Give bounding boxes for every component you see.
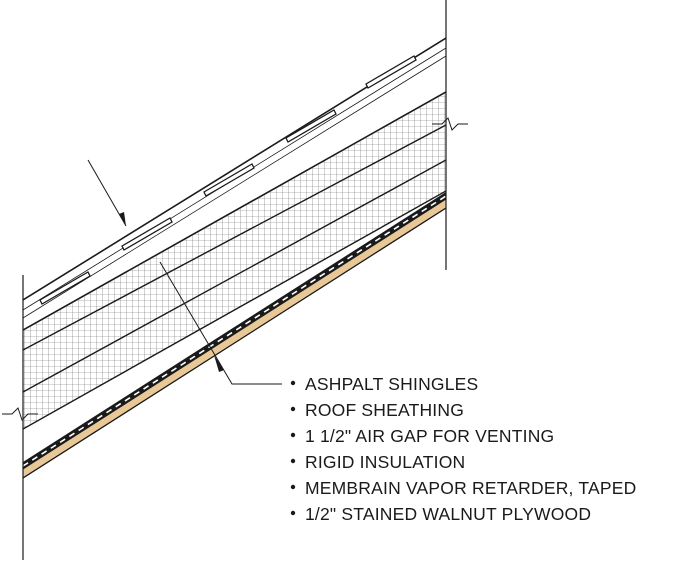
- break-mark-left: [2, 407, 38, 421]
- callout-item: RIGID INSULATION: [290, 452, 465, 472]
- callout-item: 1 1/2" AIR GAP FOR VENTING: [290, 426, 554, 446]
- asphalt-shingles: [39, 55, 417, 305]
- callout-item: ROOF SHEATHING: [290, 400, 464, 420]
- callout-item: MEMBRAIN VAPOR RETARDER, TAPED: [290, 478, 636, 498]
- break-mark-right: [432, 117, 468, 131]
- label-asphalt-shingles: ASHPALT SHINGLES: [305, 374, 478, 394]
- callout-item: 1/2" STAINED WALNUT PLYWOOD: [290, 504, 591, 524]
- leader-line-callout: [159, 261, 282, 385]
- label-air-gap: 1 1/2" AIR GAP FOR VENTING: [305, 426, 554, 446]
- callout-item: ASHPALT SHINGLES: [290, 374, 478, 394]
- arrowhead-callout: [214, 355, 224, 372]
- walnut-plywood: [23, 198, 446, 479]
- vapor-retarder: [23, 192, 446, 469]
- arrowhead-upper: [119, 212, 126, 226]
- callout-list: ASHPALT SHINGLES ROOF SHEATHING 1 1/2" A…: [290, 374, 636, 524]
- label-vapor-retarder: MEMBRAIN VAPOR RETARDER, TAPED: [305, 478, 636, 498]
- label-roof-sheathing: ROOF SHEATHING: [305, 400, 464, 420]
- label-rigid-insulation: RIGID INSULATION: [305, 452, 465, 472]
- label-walnut-plywood: 1/2" STAINED WALNUT PLYWOOD: [305, 504, 591, 524]
- rigid-insulation: [23, 92, 446, 429]
